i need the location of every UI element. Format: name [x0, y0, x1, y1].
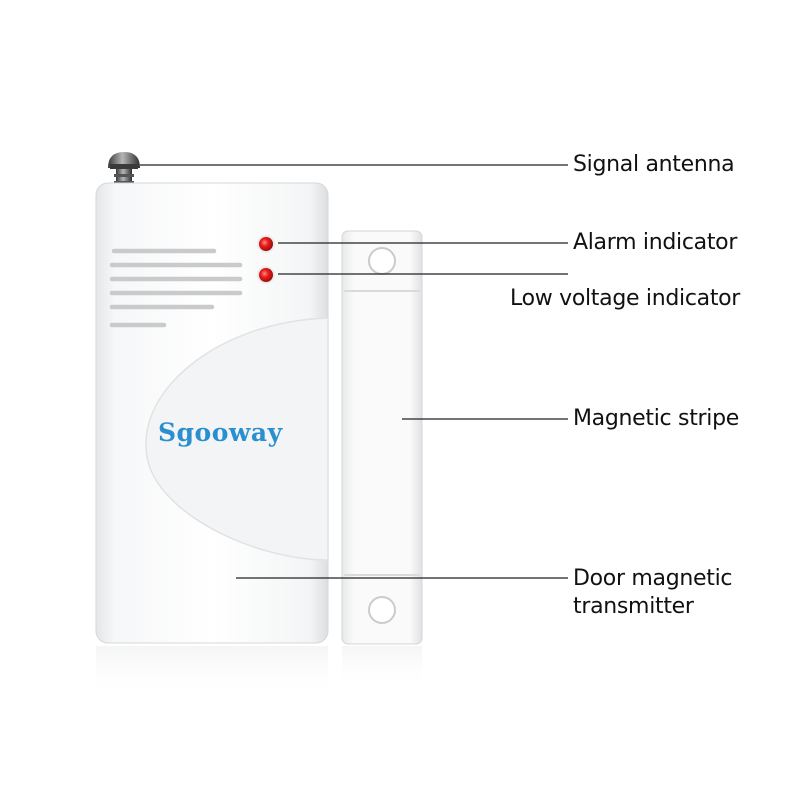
speaker-grille — [109, 248, 243, 328]
brand-logo: Sgooway — [158, 418, 283, 447]
transmitter-body — [95, 182, 329, 644]
label-magnetic-stripe: Magnetic stripe — [573, 406, 739, 431]
screw-hole-bottom — [368, 596, 396, 624]
label-alarm-indicator: Alarm indicator — [573, 230, 738, 255]
leader-lines — [140, 164, 568, 579]
transmitter-reflection — [96, 646, 328, 700]
screw-hole-top — [368, 247, 396, 275]
magnet-reflection — [342, 646, 422, 690]
label-transmitter-line2: transmitter — [573, 594, 694, 619]
label-signal-antenna: Signal antenna — [573, 152, 735, 177]
front-panel-curve — [145, 317, 329, 561]
label-low-voltage-indicator: Low voltage indicator — [510, 286, 741, 311]
magnetic-stripe — [341, 230, 423, 645]
alarm-led — [257, 235, 275, 253]
low-voltage-led — [257, 266, 275, 284]
label-transmitter-line1: Door magnetic — [573, 566, 733, 591]
